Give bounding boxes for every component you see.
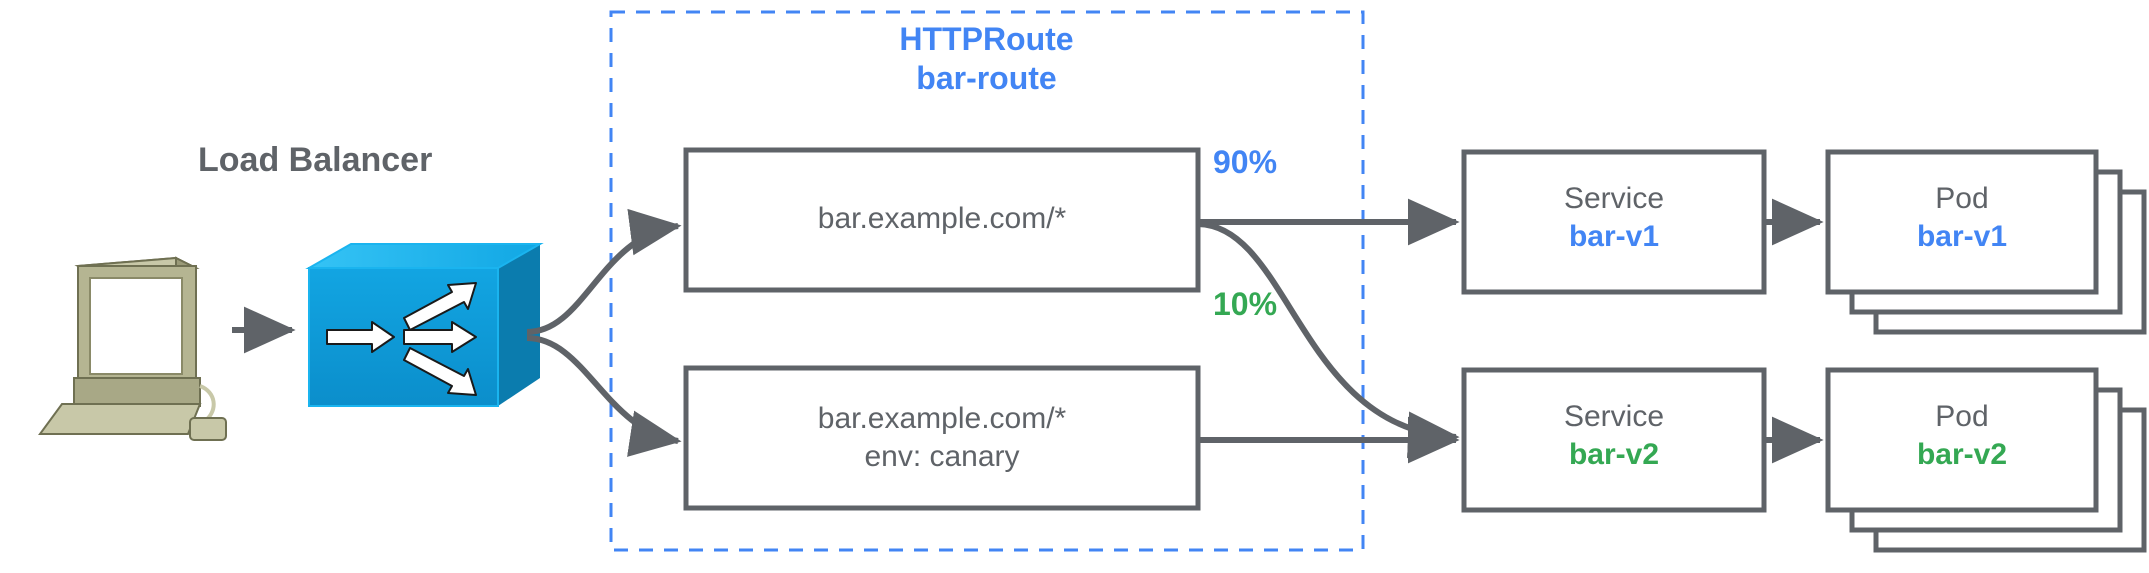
lb-to-rule-primary-arrow [526, 208, 682, 335]
load-balancer-label: Load Balancer [198, 141, 433, 179]
httproute-name-label: bar-route [916, 60, 1057, 97]
pod-bar-v2-stack[interactable] [1825, 367, 2147, 553]
workstation-icon [38, 256, 227, 441]
weight-90-label: 90% [1213, 144, 1278, 180]
load-balancer-switch-icon [305, 243, 544, 407]
pod-bar-v1-stack[interactable] [1825, 149, 2147, 335]
httproute-kind-label: HTTPRoute [899, 21, 1074, 57]
service-bar-v1-box[interactable] [1461, 149, 1767, 295]
rule-canary-box[interactable] [683, 365, 1201, 511]
service-bar-v2-box[interactable] [1461, 367, 1767, 513]
lb-to-rule-canary-arrow [526, 335, 682, 457]
httproute-group-boundary [609, 10, 1365, 552]
pod-bar-v1-replica-front [1825, 149, 2099, 295]
rule-primary-box[interactable] [683, 147, 1201, 293]
weight-10-label: 10% [1213, 286, 1278, 322]
pod-bar-v2-replica-front [1825, 367, 2099, 513]
rule-primary-to-service-v2-arrow [1197, 221, 1460, 459]
httproute-title: HTTPRoute bar-route [610, 20, 1363, 98]
